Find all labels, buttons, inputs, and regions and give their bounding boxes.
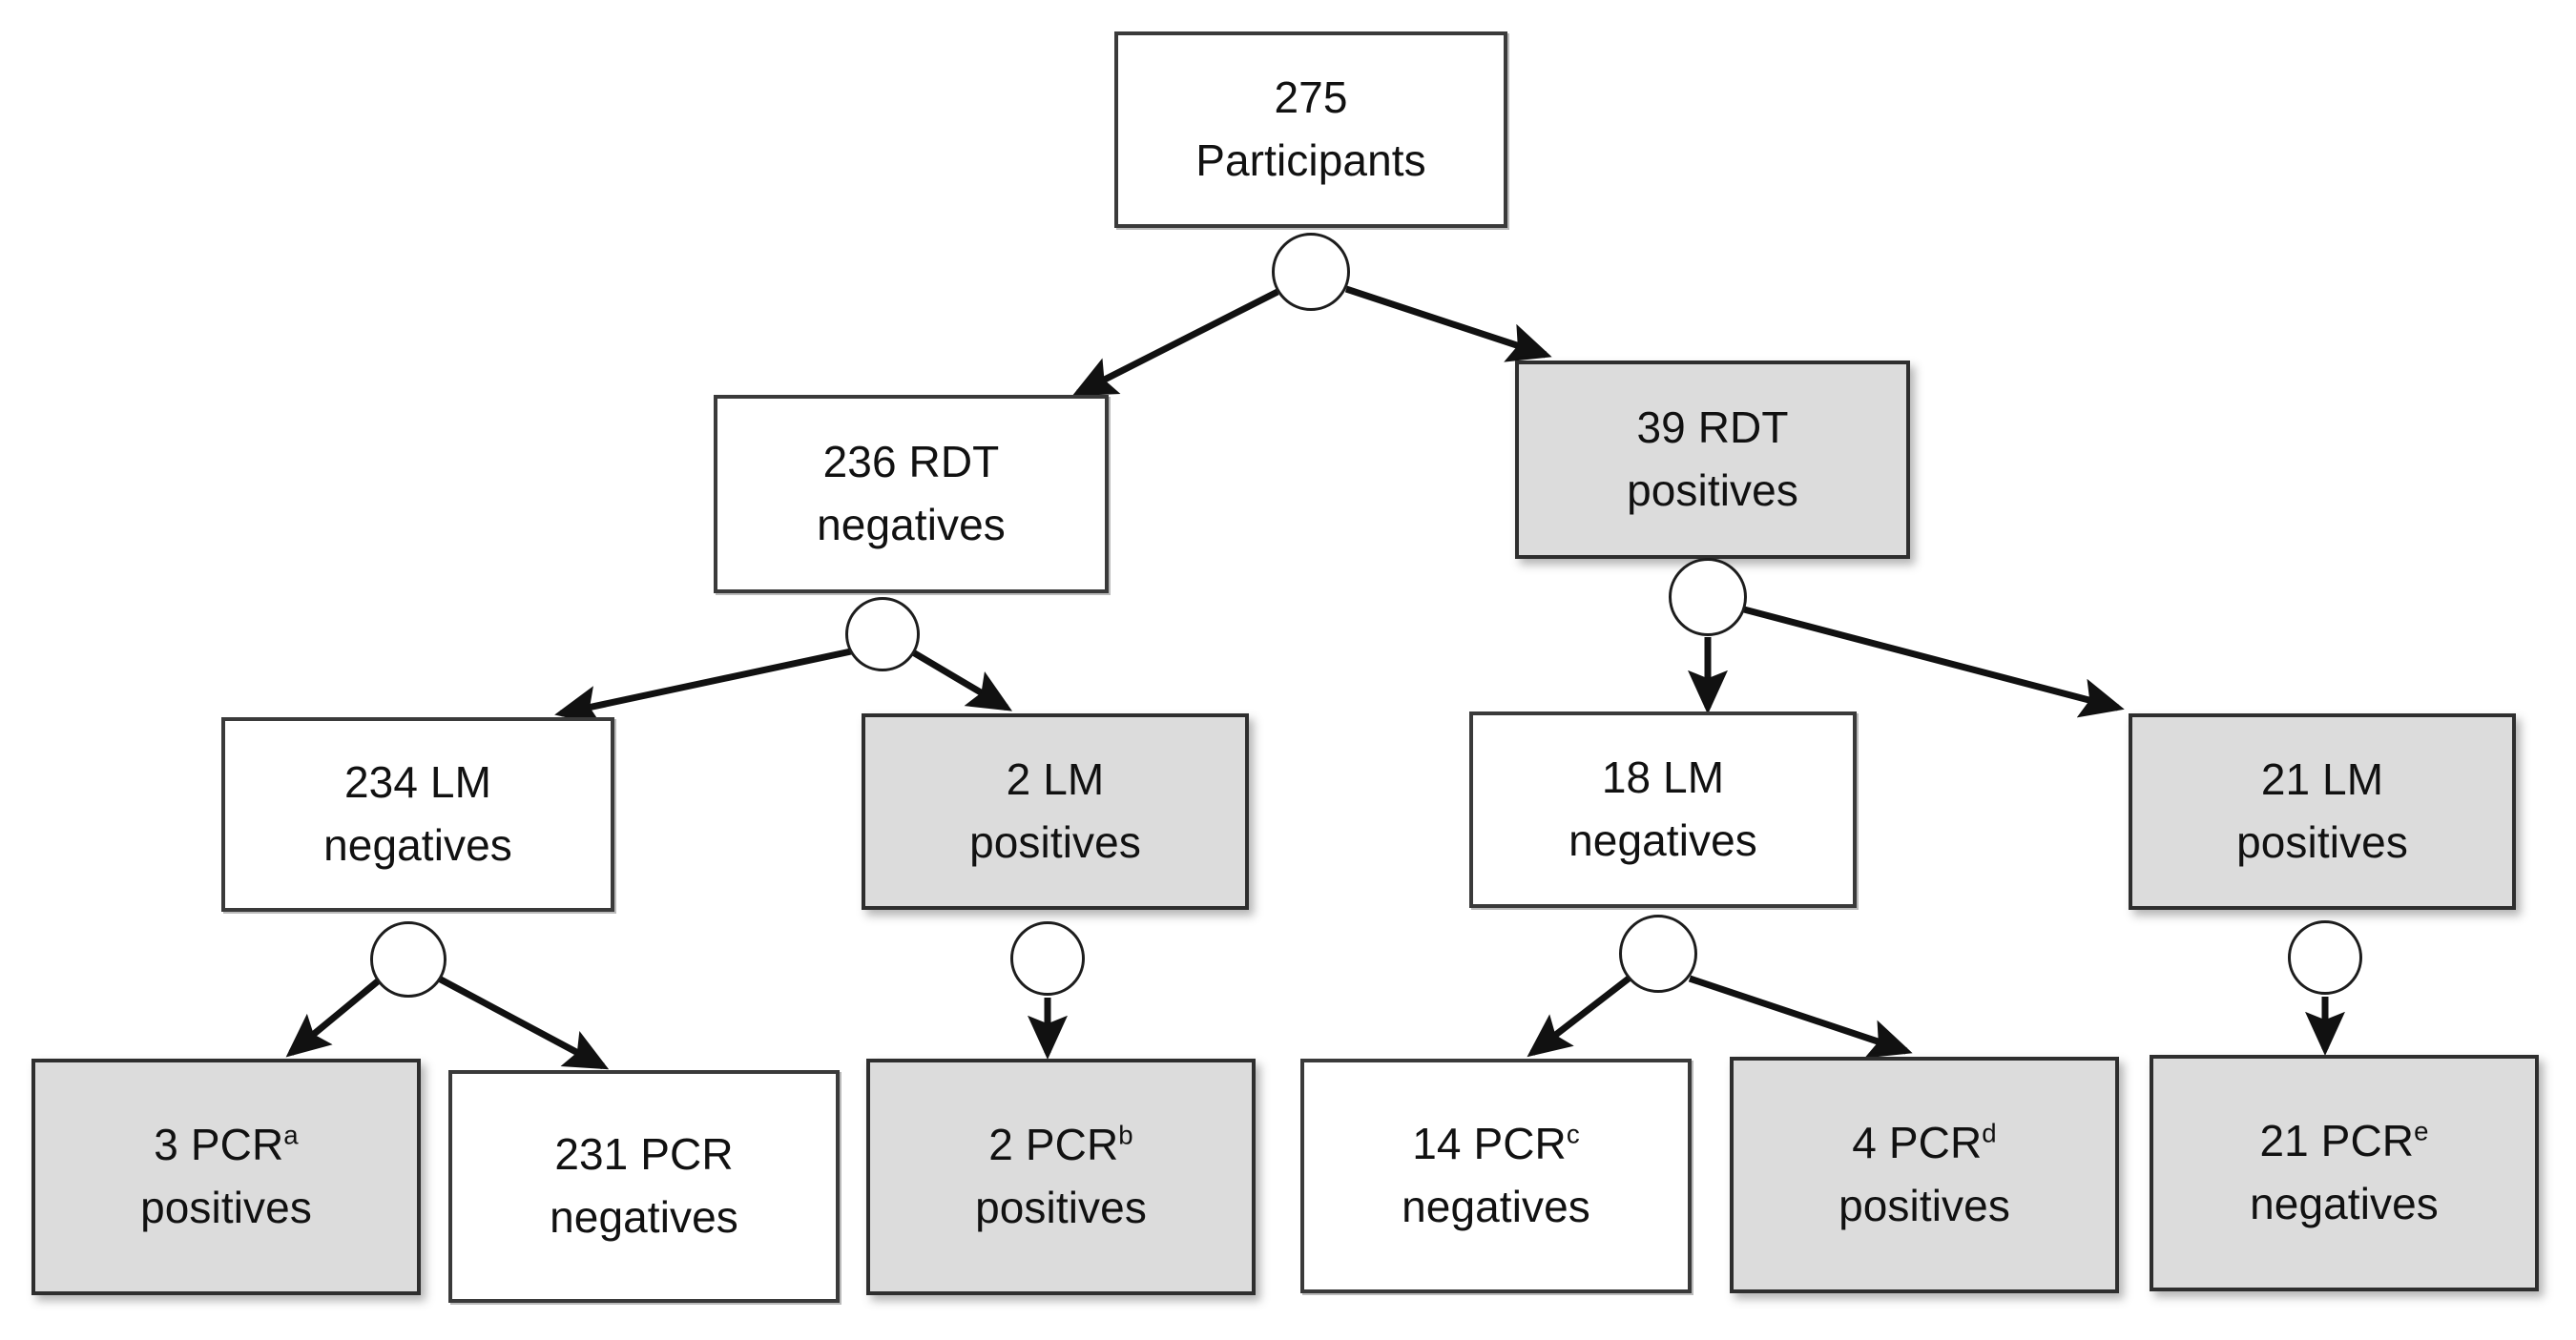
node-label-secondary: negatives (550, 1192, 738, 1242)
node-label-secondary: Participants (1195, 135, 1426, 185)
node-pcr-negatives-21[interactable]: 21 PCRe negatives (2150, 1055, 2539, 1291)
node-label-secondary: negatives (2250, 1179, 2439, 1228)
node-label-secondary: negatives (323, 820, 512, 870)
node-label-secondary: negatives (817, 500, 1006, 549)
edge-lmneg18-to-pcr-pos-4 (1688, 975, 1913, 1059)
node-label-secondary: negatives (1568, 815, 1757, 865)
node-label-secondary: positives (1627, 465, 1798, 515)
junction-lm-pos-21 (2288, 920, 2362, 995)
node-label-secondary: positives (975, 1183, 1147, 1232)
edge-root-to-rdt-positives (1344, 285, 1552, 362)
node-label-secondary: negatives (1402, 1182, 1590, 1231)
node-label-primary: 236 RDT (822, 437, 1000, 487)
node-lm-negatives-18[interactable]: 18 LM negatives (1469, 711, 1857, 908)
node-rdt-negatives[interactable]: 236 RDT negatives (714, 395, 1109, 593)
node-label-primary: 2 LM (1006, 754, 1105, 805)
edge-lmneg18-to-pcr-neg-14 (1527, 976, 1631, 1058)
node-label-secondary: positives (2236, 817, 2408, 867)
edge-rdtneg-to-lm-pos-2 (911, 649, 1013, 711)
footnote-marker: c (1566, 1119, 1580, 1149)
junction-lm-neg-18 (1619, 915, 1697, 993)
footnote-marker: a (283, 1120, 299, 1150)
node-lm-positives-2[interactable]: 2 LM positives (862, 713, 1249, 910)
node-label-primary: 234 LM (343, 757, 492, 808)
node-pcr-positives-3[interactable]: 3 PCRa positives (31, 1059, 421, 1295)
node-label-primary: 39 RDT (1636, 402, 1789, 453)
node-pcr-negatives-14[interactable]: 14 PCRc negatives (1300, 1059, 1692, 1293)
node-pcr-positives-2[interactable]: 2 PCRb positives (866, 1059, 1256, 1295)
edge-lmneg234-to-pcr-pos-3 (285, 978, 382, 1058)
node-rdt-positives[interactable]: 39 RDT positives (1515, 361, 1910, 559)
node-label-primary: 2 PCRb (988, 1120, 1133, 1170)
junction-root (1272, 233, 1350, 311)
node-label-secondary: positives (1839, 1181, 2010, 1230)
node-label-primary: 21 PCRe (2259, 1116, 2429, 1166)
junction-rdt-negative (845, 597, 920, 671)
node-label-primary: 231 PCR (554, 1129, 734, 1180)
edge-rdtneg-to-lm-neg-234 (554, 648, 852, 726)
node-label-primary: 14 PCRc (1412, 1119, 1580, 1169)
node-label-primary: 275 (1274, 72, 1348, 123)
node-label-primary: 18 LM (1601, 752, 1725, 803)
node-label-primary: 4 PCRd (1852, 1118, 1997, 1168)
node-label-primary: 3 PCRa (154, 1120, 299, 1170)
edge-rdtpos-to-lm-pos-21 (1743, 606, 2125, 718)
node-pcr-positives-4[interactable]: 4 PCRd positives (1730, 1057, 2119, 1293)
junction-lm-pos-2 (1010, 921, 1085, 996)
edge-lmneg234-to-pcr-neg-231 (437, 975, 610, 1070)
node-pcr-negatives-231[interactable]: 231 PCR negatives (448, 1070, 840, 1303)
node-label-secondary: positives (140, 1183, 312, 1232)
footnote-marker: e (2414, 1116, 2429, 1146)
node-lm-positives-21[interactable]: 21 LM positives (2129, 713, 2516, 910)
edge-root-to-rdt-negatives (1071, 288, 1279, 397)
junction-lm-neg-234 (370, 921, 447, 998)
node-label-primary: 21 LM (2260, 754, 2384, 805)
junction-rdt-positive (1669, 558, 1747, 636)
node-label-secondary: positives (969, 817, 1141, 867)
footnote-marker: d (1982, 1118, 1997, 1148)
node-lm-negatives-234[interactable]: 234 LM negatives (221, 717, 614, 912)
edges (285, 285, 2345, 1070)
footnote-marker: b (1118, 1120, 1133, 1150)
